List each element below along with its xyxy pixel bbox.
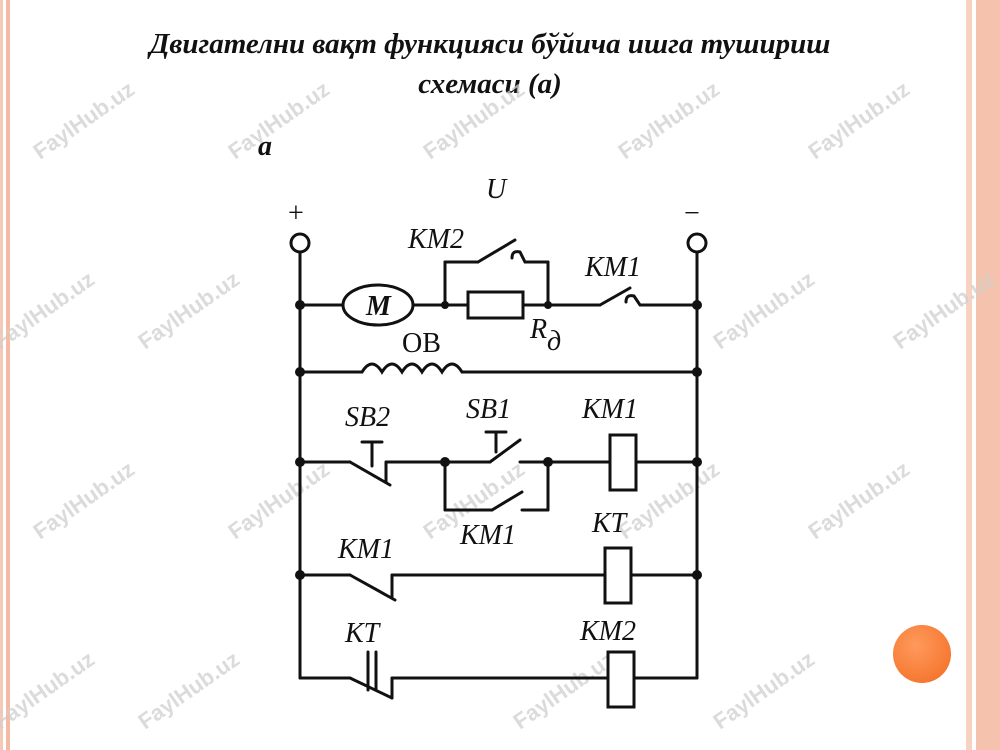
right-border <box>958 0 1000 750</box>
label-km1-coil: KM1 <box>581 394 638 425</box>
label-kt-row4: KT <box>344 618 382 649</box>
label-u: U <box>486 174 508 205</box>
label-km2-coil: KM2 <box>579 616 636 647</box>
watermark: FaylHub.uz <box>0 646 99 734</box>
kt-timed-contact <box>348 676 394 700</box>
label-kt-coil: KT <box>591 508 629 539</box>
label-r-sub: д <box>547 326 561 357</box>
watermark: FaylHub.uz <box>29 456 139 544</box>
label-ob: OB <box>402 328 441 359</box>
km1-aux-contact <box>348 573 397 602</box>
watermark: FaylHub.uz <box>614 76 724 164</box>
minus-terminal <box>686 232 708 254</box>
kt-coil <box>603 546 633 605</box>
watermark: FaylHub.uz <box>709 266 819 354</box>
label-km1-hold: KM1 <box>459 520 516 551</box>
label-sb1: SB1 <box>466 394 511 425</box>
km2-contact <box>476 238 517 264</box>
label-motor: M <box>365 291 392 322</box>
watermark: FaylHub.uz <box>709 646 819 734</box>
km1-coil <box>608 433 638 492</box>
resistor-rd <box>466 290 525 320</box>
label-sb2: SB2 <box>345 402 390 433</box>
watermark: FaylHub.uz <box>419 76 529 164</box>
label-km2-top: KM2 <box>407 224 464 255</box>
watermark: FaylHub.uz <box>804 76 914 164</box>
label-a: a <box>258 131 272 162</box>
sb2-button <box>348 460 392 487</box>
minus-label: − <box>684 198 700 229</box>
watermark: FaylHub.uz <box>224 76 334 164</box>
decorative-circle <box>893 625 951 683</box>
km1-main-contact <box>598 286 632 307</box>
label-r: R <box>529 314 547 345</box>
sb1-button <box>488 438 522 464</box>
watermark: FaylHub.uz <box>804 456 914 544</box>
slide-title: Двигателни вақт функцияси бўйича ишга ту… <box>60 24 920 104</box>
watermark: FaylHub.uz <box>29 76 139 164</box>
title-line-1: Двигателни вақт функцияси бўйича ишга ту… <box>149 28 831 60</box>
plus-label: + <box>288 198 304 229</box>
label-km1-top: KM1 <box>584 252 641 283</box>
watermark: FaylHub.uz <box>889 266 999 354</box>
plus-terminal <box>289 232 311 254</box>
km2-coil <box>606 650 636 709</box>
title-line-2: схемаси (а) <box>418 68 562 100</box>
watermark: FaylHub.uz <box>509 646 619 734</box>
watermark: FaylHub.uz <box>134 646 244 734</box>
label-km1-row3: KM1 <box>337 534 394 565</box>
left-border <box>0 0 10 750</box>
watermark: FaylHub.uz <box>134 266 244 354</box>
watermark: FaylHub.uz <box>224 456 334 544</box>
km1-hold-contact <box>490 490 524 512</box>
watermark: FaylHub.uz <box>0 266 99 354</box>
ob-winding <box>360 362 464 375</box>
